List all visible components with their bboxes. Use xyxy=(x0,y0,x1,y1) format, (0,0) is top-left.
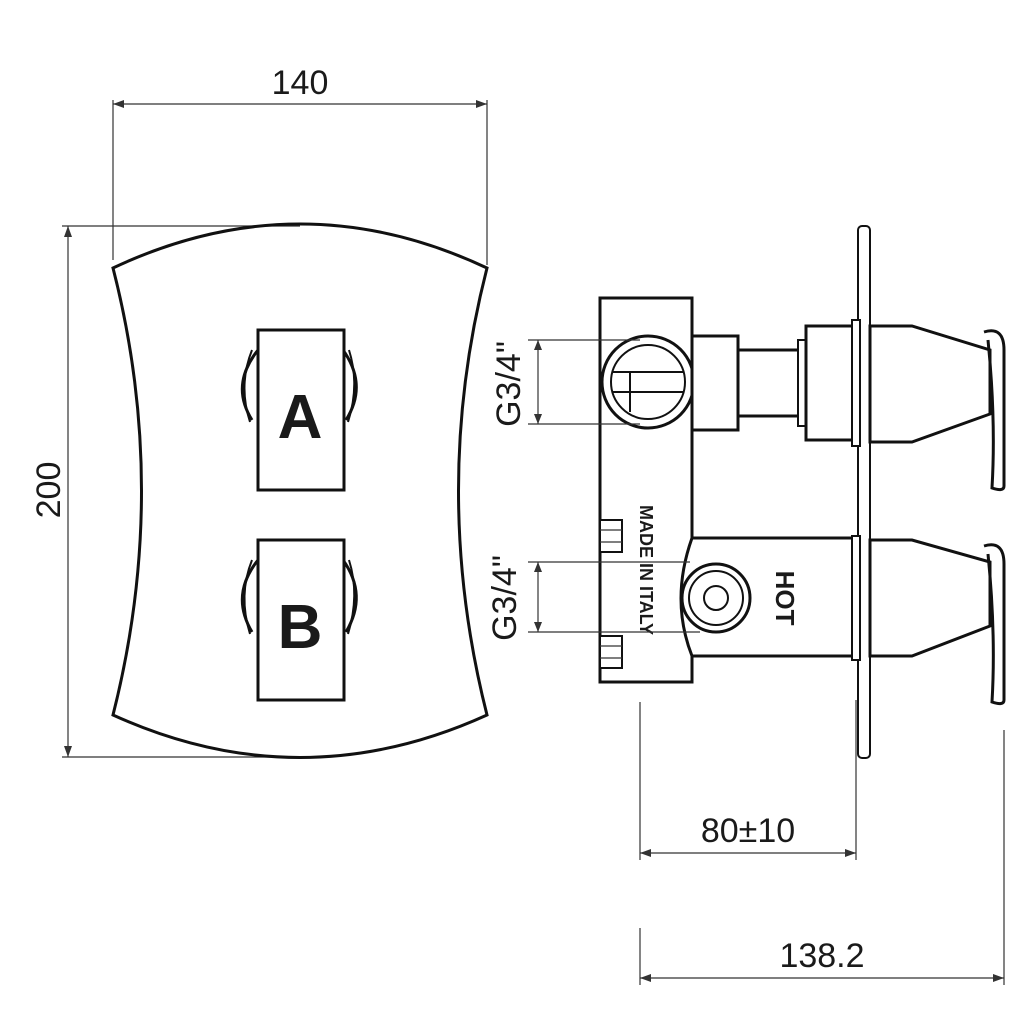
bottom-inlet-dimension: G3/4" xyxy=(486,555,700,641)
wall-depth-dimension: 80±10 xyxy=(639,700,857,860)
top-inlet-fitting xyxy=(600,334,696,430)
side-view: HOT MADE IN ITALY G3/4" xyxy=(486,225,1006,985)
knob-a: A xyxy=(240,328,358,492)
width-dimension: 140 xyxy=(112,64,488,265)
knob-b-label: B xyxy=(278,593,323,662)
side-plate xyxy=(857,225,871,759)
knob-b: B xyxy=(240,538,358,702)
top-inlet-dimension: G3/4" xyxy=(490,339,640,427)
bottom-outlet: HOT xyxy=(679,536,858,658)
overall-depth-dimension: 138.2 xyxy=(639,730,1005,985)
cover-plate xyxy=(111,222,489,759)
bottom-inlet-label: G3/4" xyxy=(486,555,524,641)
overall-depth-label: 138.2 xyxy=(779,937,864,975)
height-label: 200 xyxy=(30,462,68,519)
height-dimension: 200 xyxy=(30,225,300,758)
top-cartridge xyxy=(690,319,1006,492)
width-label: 140 xyxy=(272,64,329,102)
front-view: 140 200 A B xyxy=(30,64,489,759)
made-in-italy-marking: MADE IN ITALY xyxy=(636,505,656,635)
knob-a-label: A xyxy=(278,383,323,452)
body-bolts xyxy=(599,519,623,669)
top-inlet-label: G3/4" xyxy=(490,341,528,427)
hot-marking: HOT xyxy=(770,571,800,626)
bottom-cartridge xyxy=(851,535,1006,706)
wall-depth-label: 80±10 xyxy=(701,812,795,850)
